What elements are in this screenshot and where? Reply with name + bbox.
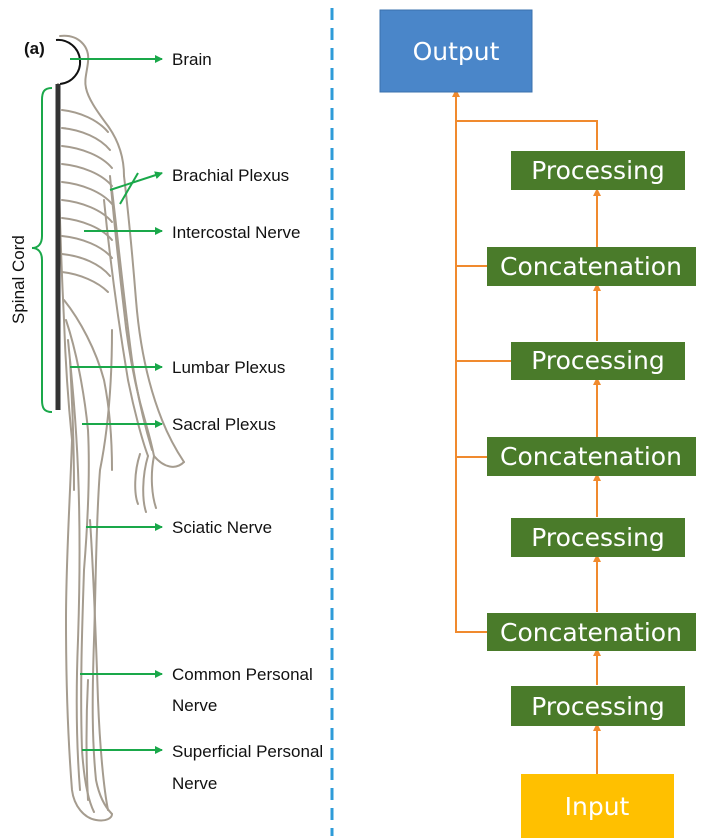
stage-concatenation-3: Concatenation: [487, 247, 696, 286]
spinal-cord-label: Spinal Cord: [9, 235, 28, 324]
head-bracket: [55, 38, 82, 85]
stage-label: Processing: [531, 346, 665, 375]
connector-side-bus: [455, 121, 487, 633]
stage-label: Concatenation: [500, 442, 682, 471]
connector-processing-output-top: [456, 120, 598, 150]
output-box: Output: [379, 9, 533, 93]
label-sacral-plexus: Sacral Plexus: [172, 415, 276, 434]
label-brachial-plexus: Brachial Plexus: [172, 166, 289, 185]
panel-label: (a): [24, 39, 45, 58]
stage-concatenation-1: Concatenation: [487, 613, 696, 651]
arrow-brachial-b: [119, 172, 139, 205]
stage-processing-4: Processing: [511, 151, 685, 190]
input-label: Input: [565, 792, 630, 821]
label-common-personal-nerve: Common Personal Nerve: [172, 665, 318, 715]
stage-processing-2: Processing: [511, 518, 685, 557]
label-intercostal-nerve: Intercostal Nerve: [172, 223, 301, 242]
label-sciatic-nerve: Sciatic Nerve: [172, 518, 272, 537]
flow-connectors: [452, 89, 601, 774]
label-brain: Brain: [172, 50, 212, 69]
pointer-arrows: [70, 55, 163, 754]
stage-label: Processing: [531, 523, 665, 552]
stage-label: Processing: [531, 692, 665, 721]
stage-concatenation-2: Concatenation: [487, 437, 696, 476]
label-lumbar-plexus: Lumbar Plexus: [172, 358, 285, 377]
stage-label: Concatenation: [500, 618, 682, 647]
stage-processing-3: Processing: [511, 342, 685, 380]
stage-label: Processing: [531, 156, 665, 185]
output-label: Output: [413, 37, 500, 66]
nervous-system-figure: [57, 34, 185, 822]
label-superficial-personal-nerve: Superficial Personal Nerve: [172, 742, 328, 793]
stage-label: Concatenation: [500, 252, 682, 281]
spinal-cord-bracket: [31, 87, 53, 413]
stage-processing-1: Processing: [511, 686, 685, 726]
arrow-brachial-a: [109, 171, 163, 191]
input-box: Input: [521, 774, 674, 838]
